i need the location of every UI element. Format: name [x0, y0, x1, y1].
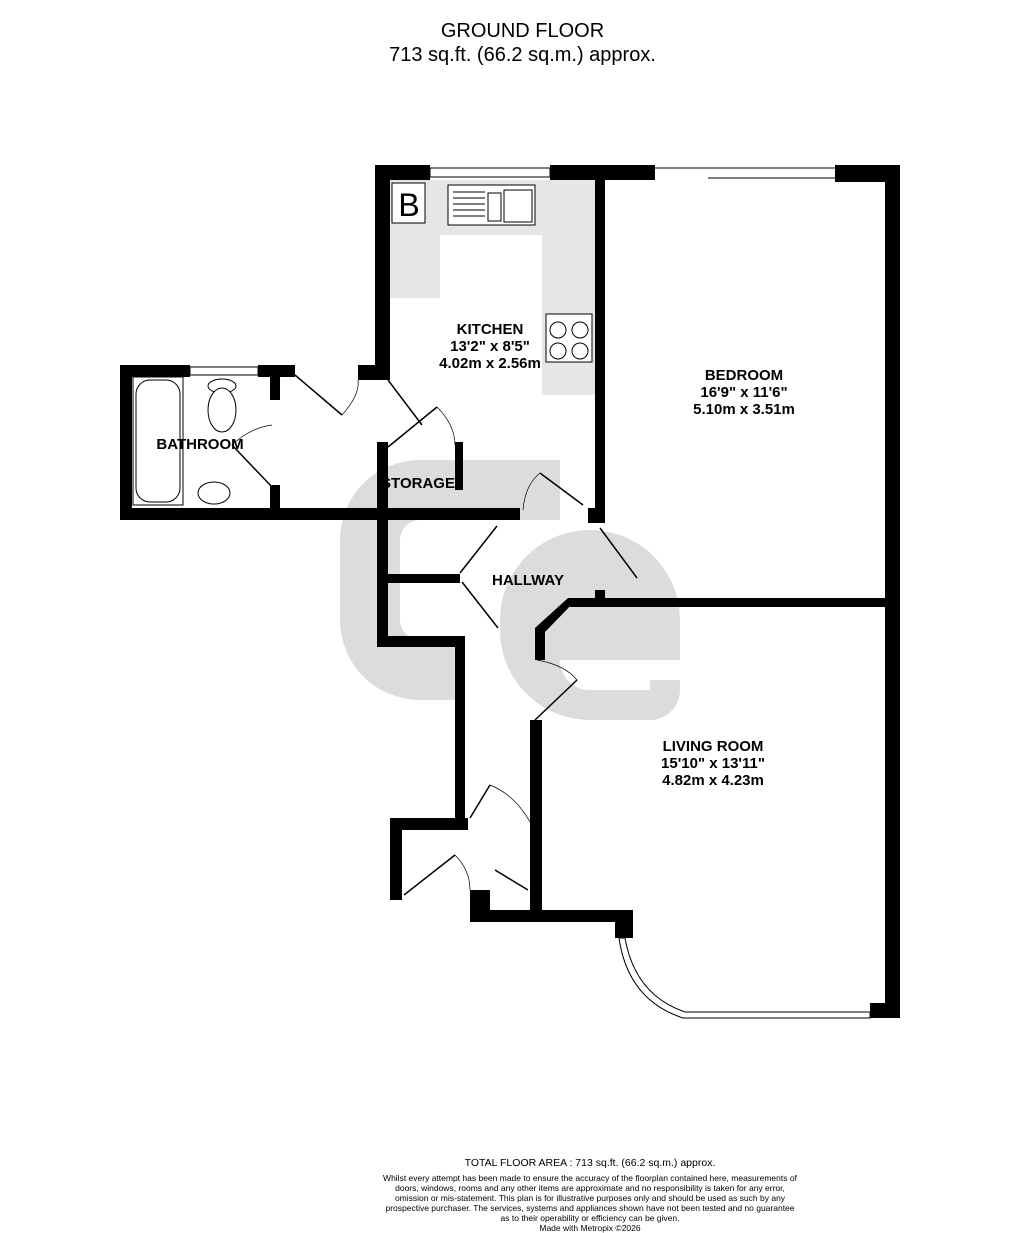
hob-icon	[545, 313, 593, 363]
living-name: LIVING ROOM	[663, 738, 764, 755]
boiler-label: B	[398, 187, 419, 223]
toilet-icon	[207, 378, 237, 433]
watermark-logo	[340, 460, 680, 720]
storage-name: STORAGE	[381, 475, 455, 492]
living-metric: 4.82m x 4.23m	[662, 772, 764, 789]
doors	[231, 374, 638, 896]
sink-icon	[447, 184, 536, 226]
windows	[189, 167, 871, 1019]
kitchen-name: KITCHEN	[457, 321, 524, 338]
total-floor-area: TOTAL FLOOR AREA : 713 sq.ft. (66.2 sq.m…	[464, 1157, 716, 1169]
living-imperial: 15'10" x 13'11"	[661, 755, 765, 772]
floor-title: GROUND FLOOR	[440, 20, 605, 42]
bath-icon	[132, 376, 184, 506]
kitchen-imperial: 13'2" x 8'5"	[450, 338, 530, 355]
bedroom-imperial: 16'9" x 11'6"	[700, 384, 787, 401]
kitchen-metric: 4.02m x 2.56m	[439, 355, 541, 372]
floor-area: 713 sq.ft. (66.2 sq.m.) approx.	[389, 44, 656, 66]
hallway-name: HALLWAY	[492, 572, 564, 589]
disclaimer: Whilst every attempt has been made to en…	[383, 1173, 797, 1223]
walls	[120, 165, 900, 1018]
basin-icon	[197, 481, 231, 505]
made-with: Made with Metropix ©2026	[539, 1223, 641, 1233]
bathroom-name: BATHROOM	[156, 436, 243, 453]
boiler-box	[391, 182, 426, 224]
bedroom-metric: 5.10m x 3.51m	[693, 401, 795, 418]
bedroom-name: BEDROOM	[705, 367, 783, 384]
